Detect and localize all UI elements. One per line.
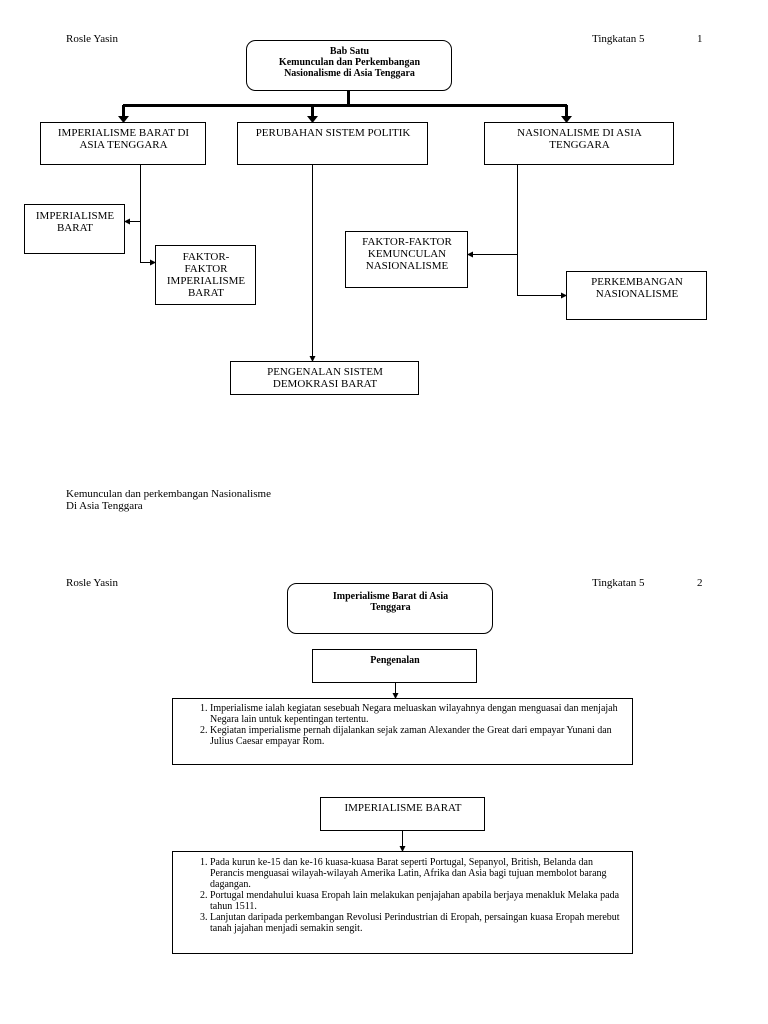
list-item: Pada kurun ke-15 dan ke-16 kuasa-kuasa B…	[210, 857, 628, 890]
box-text-line: ASIA TENGGARA	[79, 139, 168, 151]
list-item: Portugal mendahului kuasa Eropah lain me…	[210, 890, 628, 912]
box-imperialisme-barat-asia-tenggara: IMPERIALISME BARAT DI ASIA TENGGARA	[41, 127, 206, 151]
page-number: 2	[697, 577, 703, 589]
section-title: Imperialisme Barat di Asia Tenggara	[288, 591, 493, 613]
chapter-title-line: Kemunculan dan Perkembangan	[278, 57, 421, 68]
box-text-line: BARAT	[187, 287, 225, 299]
box-text-line: BARAT	[56, 222, 94, 234]
imperialisme-barat-heading: IMPERIALISME BARAT	[344, 802, 462, 814]
box-text-line: IMPERIALISME	[166, 275, 246, 287]
footer-line: Kemunculan dan perkembangan Nasionalisme	[66, 488, 271, 500]
author-name: Rosle Yasin	[66, 33, 118, 45]
box-text-line: NASIONALISME DI ASIA	[517, 127, 642, 139]
box-text-line: FAKTOR-	[182, 251, 230, 263]
form-level: Tingkatan 5	[592, 577, 645, 589]
pengenalan-heading: Pengenalan	[370, 655, 420, 666]
author-name: Rosle Yasin	[66, 577, 118, 589]
chapter-title: Bab Satu Kemunculan dan Perkembangan Nas…	[247, 46, 452, 79]
chapter-title-line: Bab Satu	[329, 46, 370, 57]
box-text-line: TENGGARA	[549, 139, 610, 151]
box-text-line: IMPERIALISME BARAT DI	[57, 127, 190, 139]
box-nasionalisme-asia-tenggara: NASIONALISME DI ASIA TENGGARA	[485, 127, 674, 151]
box-perkembangan-nasionalisme: PERKEMBANGAN NASIONALISME	[567, 276, 707, 300]
section-title-line: Tenggara	[370, 602, 411, 613]
list-item: Imperialisme ialah kegiatan sesebuah Neg…	[210, 703, 628, 725]
box-text-line: NASIONALISME	[365, 260, 449, 272]
box-text-line: PERKEMBANGAN	[591, 276, 683, 288]
box-text-line: IMPERIALISME	[35, 210, 115, 222]
footer-line: Di Asia Tenggara	[66, 500, 143, 512]
box-faktor-imperialisme-barat: FAKTOR- FAKTOR IMPERIALISME BARAT	[156, 251, 256, 299]
imperialisme-barat-list: Pada kurun ke-15 dan ke-16 kuasa-kuasa B…	[174, 857, 628, 934]
box-text-line: NASIONALISME	[595, 288, 679, 300]
box-perubahan-sistem-politik: PERUBAHAN SISTEM POLITIK	[255, 127, 411, 139]
box-text-line: DEMOKRASI BARAT	[272, 378, 378, 390]
chapter-title-line: Nasionalisme di Asia Tenggara	[284, 68, 415, 79]
page-footer: Kemunculan dan perkembangan Nasionalisme…	[66, 488, 271, 512]
box-text-line: PENGENALAN SISTEM	[267, 366, 383, 378]
list-item: Kegiatan imperialisme pernah dijalankan …	[210, 725, 628, 747]
box-pengenalan-sistem-demokrasi: PENGENALAN SISTEM DEMOKRASI BARAT	[231, 366, 419, 390]
box-text-line: FAKTOR-FAKTOR	[362, 236, 452, 248]
pengenalan-list: Imperialisme ialah kegiatan sesebuah Neg…	[174, 703, 628, 747]
box-imperialisme-barat: IMPERIALISME BARAT	[25, 210, 125, 234]
box-text-line: KEMUNCULAN	[367, 248, 447, 260]
page-number: 1	[697, 33, 703, 45]
box-text-line: FAKTOR	[184, 263, 228, 275]
section-title-line: Imperialisme Barat di Asia	[332, 591, 449, 602]
form-level: Tingkatan 5	[592, 33, 645, 45]
list-item: Lanjutan daripada perkembangan Revolusi …	[210, 912, 628, 934]
box-faktor-kemunculan-nasionalisme: FAKTOR-FAKTOR KEMUNCULAN NASIONALISME	[346, 236, 468, 272]
